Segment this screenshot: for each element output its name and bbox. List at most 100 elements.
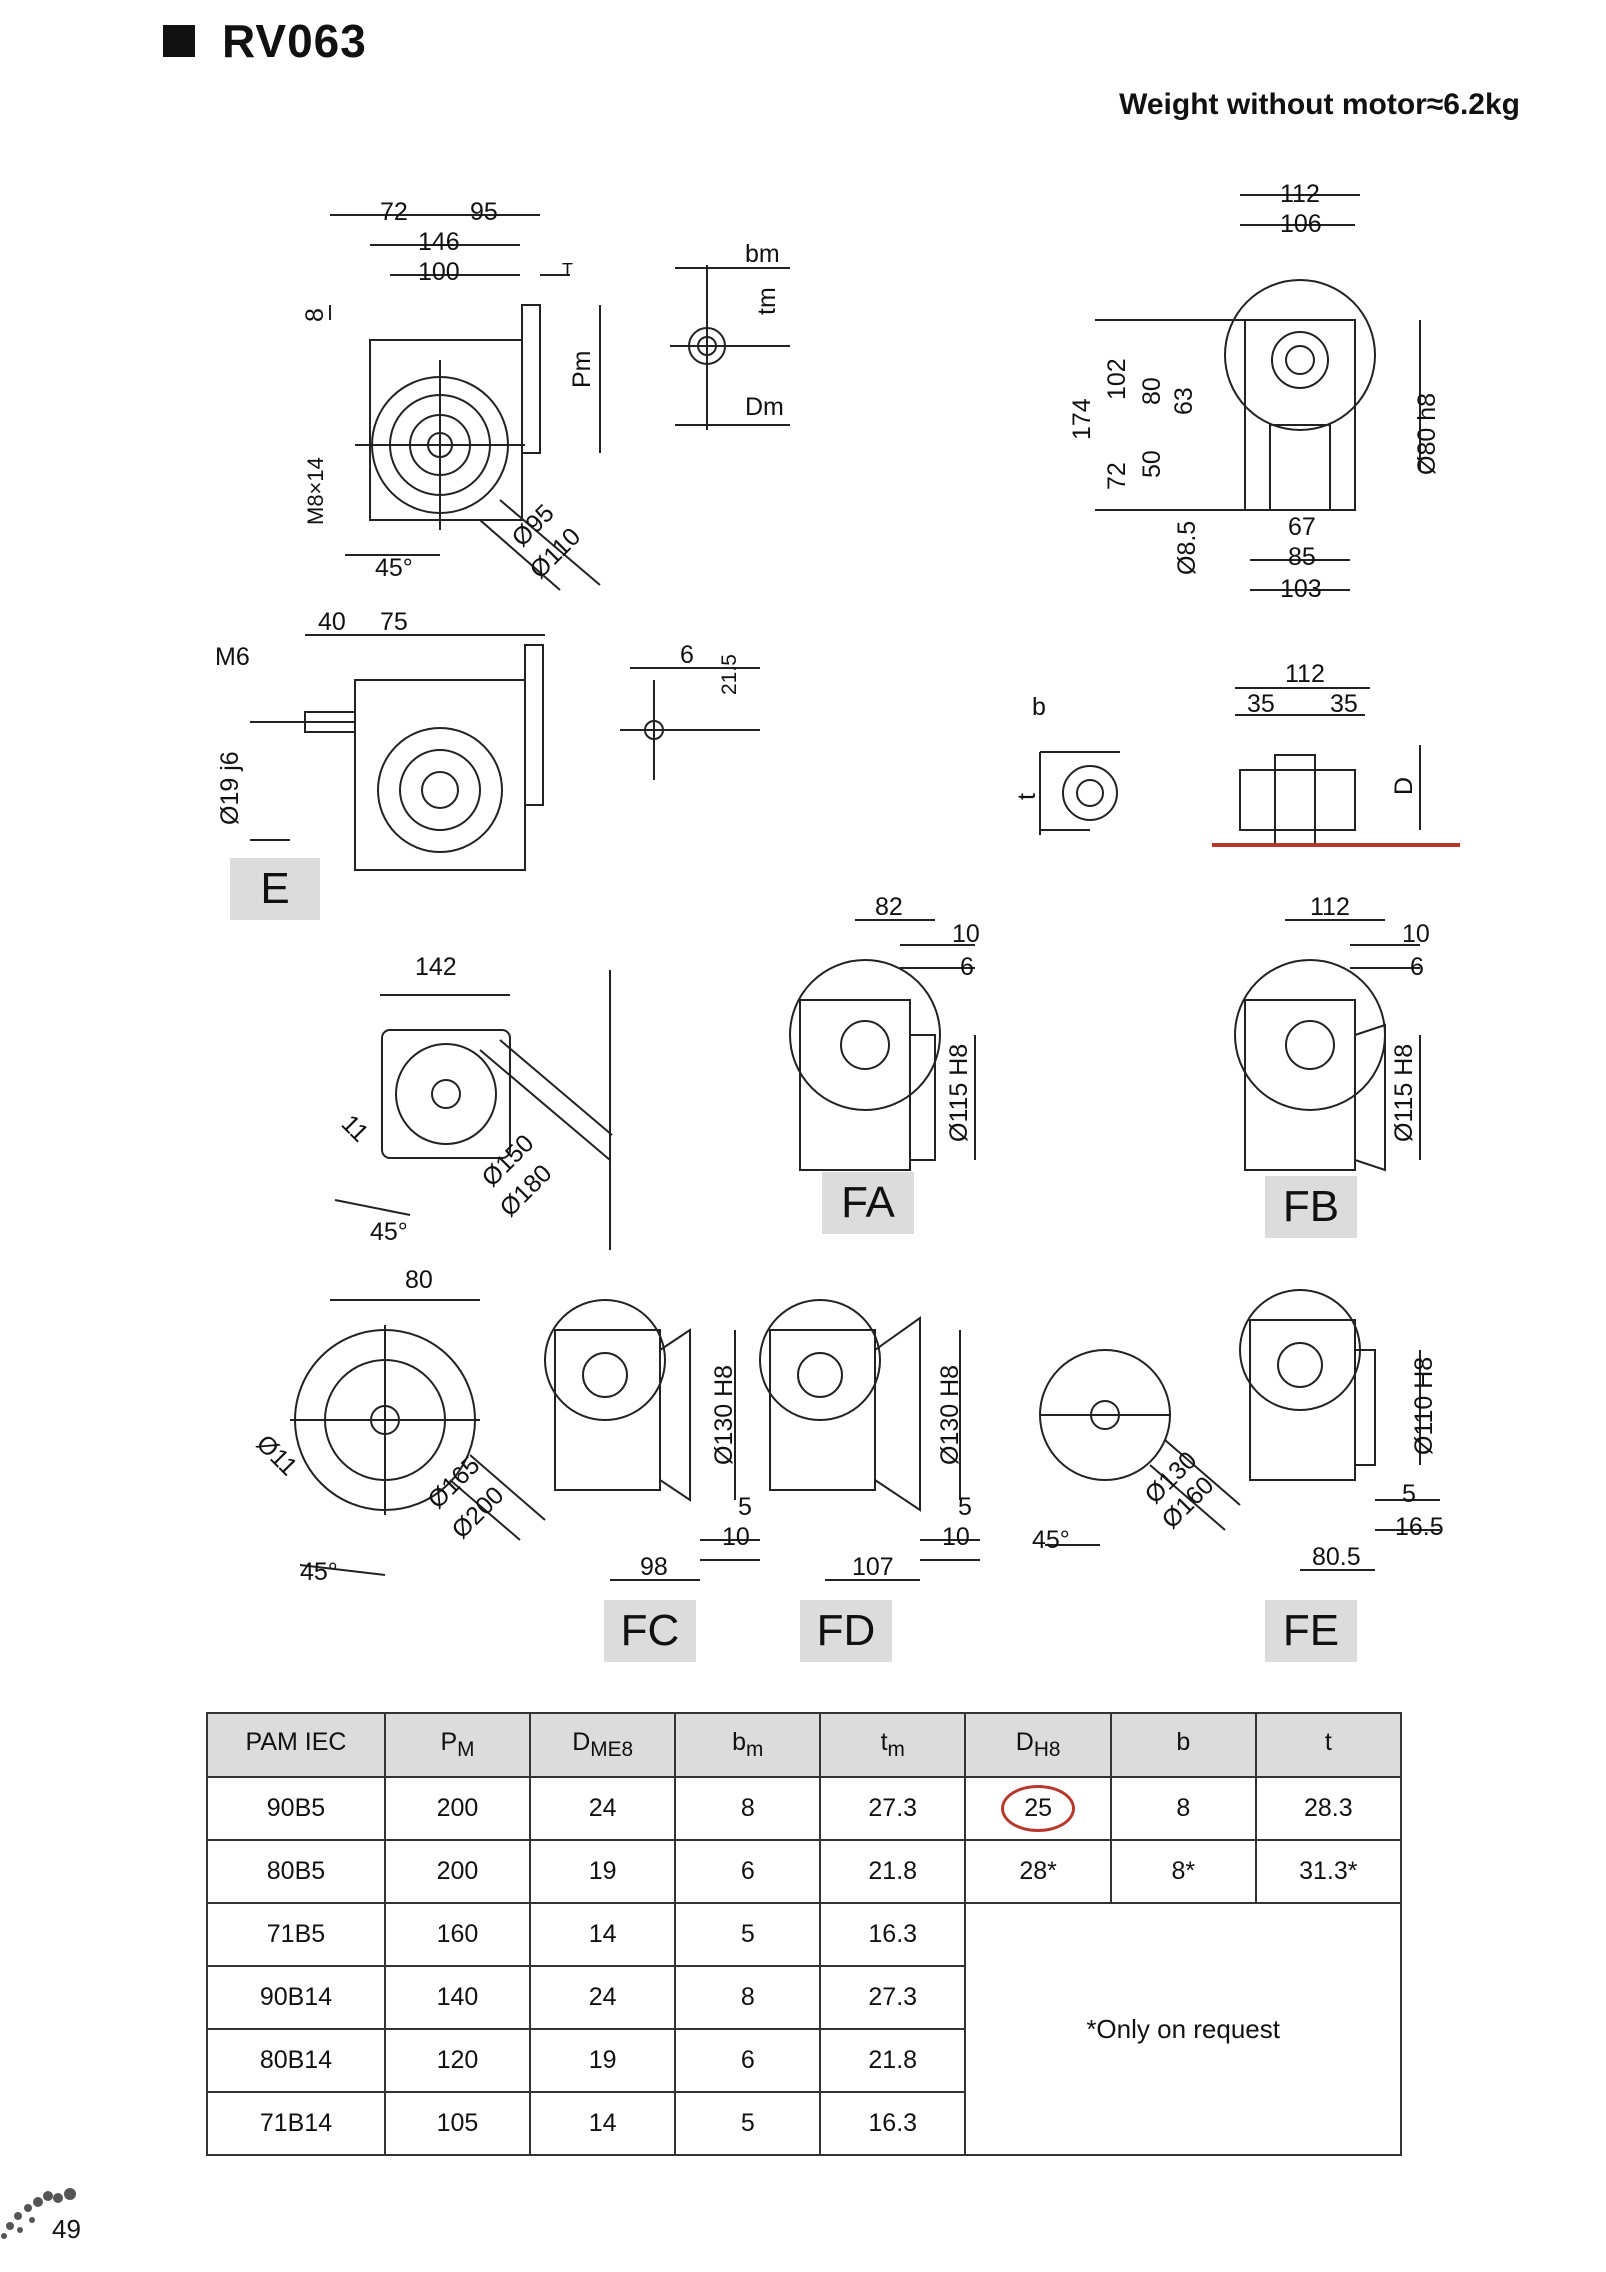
dim-label: 35 [1247,690,1275,718]
variant-fd-label: FD [800,1600,892,1662]
dim-label: 146 [418,228,460,256]
table-cell: 160 [383,1902,531,1967]
table-cell: 31.3* [1254,1839,1403,1904]
circled-value: 25 [1001,1785,1076,1832]
title-marker [163,25,195,57]
page-number: 49 [52,2214,81,2244]
variant-fe-label: FE [1265,1600,1357,1662]
table-cell: 8* [1109,1839,1257,1904]
table-cell: 8 [674,1965,822,2030]
dim-label: 80.5 [1312,1543,1361,1571]
dim-label: 40 [318,608,346,636]
dim-label: Ø115 H8 [1390,1044,1418,1142]
dim-label: 8 [301,308,329,322]
dim-label: 6 [680,641,694,669]
fb-view [1234,919,1421,1172]
dim-label: 98 [640,1553,668,1581]
variant-fb-label: FB [1265,1176,1357,1238]
dim-label: 5 [958,1493,972,1521]
dim-label: 5 [738,1493,752,1521]
dim-label: 85 [1288,543,1316,571]
dim-label: 5 [1402,1480,1416,1508]
table-cell: 80B5 [206,1839,386,1904]
table-cell: 71B14 [206,2091,386,2156]
dim-label: 82 [875,893,903,921]
e-shaft-end [620,667,760,780]
table-cell: 14 [528,1902,677,1967]
dim-label: 16.5 [1395,1513,1444,1541]
variant-fc-label: FC [604,1600,696,1662]
table-cell: 90B5 [206,1776,386,1841]
table-cell: 27.3 [819,1776,967,1841]
table-cell: 21.8 [819,2028,967,2093]
technical-drawing: 72 95 146 100 T 8 Pm M8×14 45° Ø95 Ø110 … [215,180,1460,1586]
table-cell: 24 [528,1776,677,1841]
dim-label: Ø115 H8 [945,1044,973,1142]
dim-label: Ø8.5 [1173,521,1201,575]
dim-label: 11 [336,1109,374,1147]
table-cell: 6 [674,1839,822,1904]
dim-label: Ø130 H8 [936,1365,964,1465]
weight-note: Weight without motor≈6.2kg [1119,88,1520,121]
table-cell: 21.8 [819,1839,967,1904]
dim-label: Ø110 H8 [1410,1357,1438,1455]
table-cell: 16.3 [819,2091,967,2156]
dim-label: 100 [418,258,460,286]
fe-flange-view [1039,1349,1241,1546]
dim-label: Ø80 h8 [1413,393,1441,475]
table-row: 71B14 105 14 5 16.3 [206,2091,1401,2156]
col-header: PM [383,1712,531,1778]
dim-label: 10 [722,1523,750,1551]
dim-label: 45° [1032,1526,1070,1554]
dim-label: 174 [1068,398,1096,440]
table-cell: 16.3 [819,1902,967,1967]
table-row: 80B5 200 19 6 21.8 28* 8* 31.3* [206,1839,1403,1904]
dim-label: 112 [1285,660,1325,688]
table-cell: 120 [383,2028,531,2093]
table-cell: 105 [383,2091,531,2156]
table-cell: 24 [528,1965,677,2030]
dim-label: 72 [1103,462,1131,490]
request-note: *Only on request [964,1902,1402,2156]
table-cell: 140 [383,1965,531,2030]
dim-label: 10 [1402,920,1430,948]
table-cell: 28.3 [1254,1776,1403,1841]
table-row: 90B5 200 24 8 27.3 25 8 28.3 [206,1776,1403,1841]
table-row: 80B14 120 19 6 21.8 [206,2028,1401,2093]
table-cell: 19 [528,1839,677,1904]
dim-label: 103 [1280,575,1322,603]
dim-label: 45° [375,554,413,582]
table-cell: 28* [964,1839,1112,1904]
table-row: 71B5 160 14 5 16.3 *Only on request [206,1902,1402,2156]
dim-label: Ø19 j6 [216,751,244,825]
table-cell: 80B14 [206,2028,386,2093]
dim-label: 75 [380,608,408,636]
table-cell: 6 [674,2028,822,2093]
table-cell: 14 [528,2091,677,2156]
table-cell: 19 [528,2028,677,2093]
dim-label: Ø11 [251,1429,303,1481]
dim-label: b [1032,693,1046,721]
fa-view [789,919,976,1171]
dim-label: 21.5 [718,654,741,695]
dim-label: 67 [1288,513,1316,541]
dim-label: 6 [1410,953,1424,981]
variant-fa-label: FA [822,1172,914,1234]
dim-label: bm [745,240,780,268]
table-cell: 5 [674,2091,822,2156]
dim-label: D [1390,777,1418,795]
hollow-key [1039,751,1120,835]
dim-label: 50 [1138,450,1166,478]
dim-label: t [1013,793,1041,800]
dim-label: 106 [1280,210,1322,238]
flange-142-view [334,970,613,1250]
dim-label: 6 [960,953,974,981]
col-header: t [1254,1712,1403,1778]
col-header: DH8 [964,1712,1112,1778]
dim-label: 45° [370,1218,408,1246]
dim-label: 80 [1138,377,1166,405]
dim-label: 142 [415,953,457,981]
dim-label: 102 [1103,358,1131,400]
variant-e-label: E [230,858,320,920]
table-row: 90B14 140 24 8 27.3 [206,1965,1401,2030]
